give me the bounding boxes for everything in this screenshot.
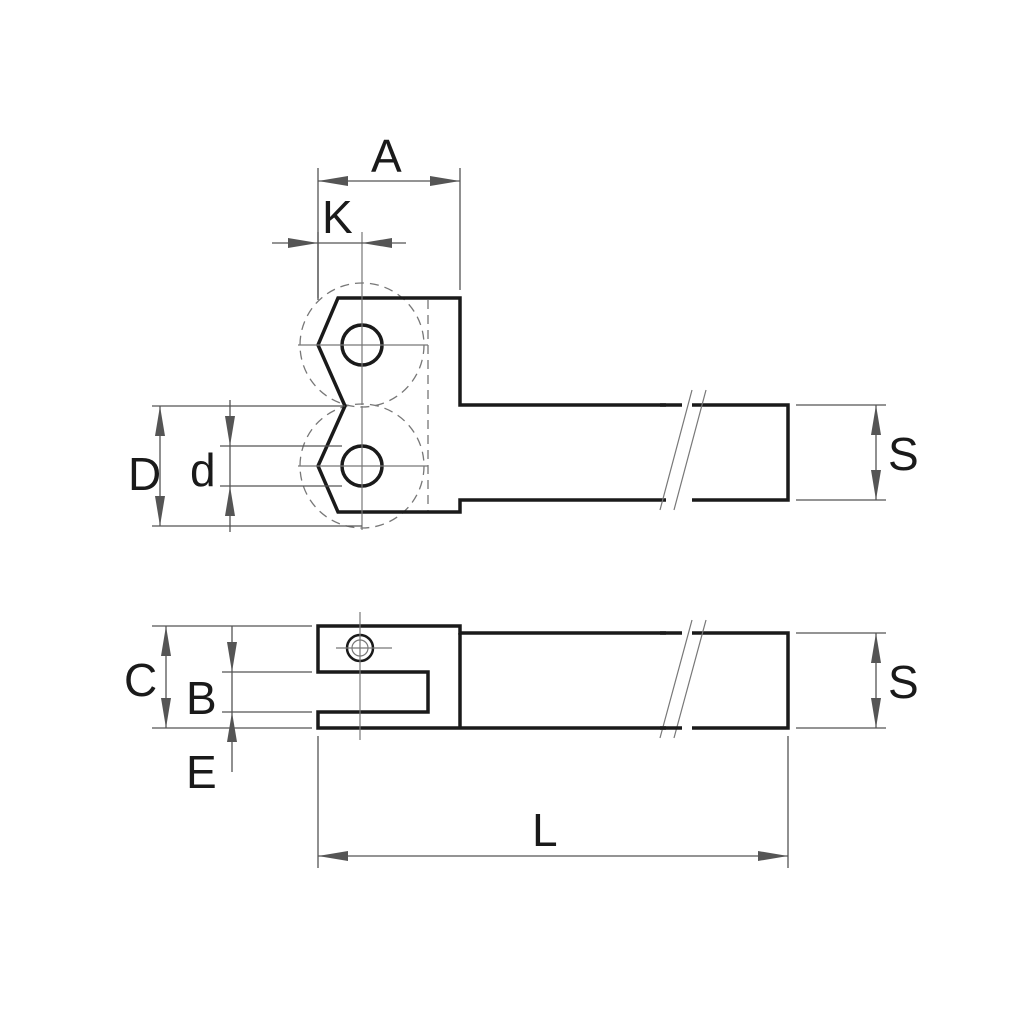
dimension-S-bottom: S <box>796 632 919 729</box>
dimension-L: L <box>317 736 789 868</box>
dimension-C: C <box>124 625 312 729</box>
dimension-D: D <box>128 405 362 527</box>
label-C: C <box>124 654 157 706</box>
top-view-outline <box>316 296 790 514</box>
dimension-S-top: S <box>796 404 919 501</box>
side-break-mark <box>659 619 707 739</box>
top-break-mark <box>659 389 707 511</box>
dimension-B: B <box>186 626 312 772</box>
top-view <box>298 232 790 530</box>
dimension-d: d <box>190 400 342 532</box>
label-d: d <box>190 444 216 496</box>
label-D: D <box>128 448 161 500</box>
label-S-top: S <box>888 428 919 480</box>
label-S-bottom: S <box>888 656 919 708</box>
label-K: K <box>322 191 353 243</box>
side-view-outline <box>316 624 790 730</box>
label-E: E <box>186 746 217 798</box>
side-view <box>316 612 790 740</box>
dimension-K: K <box>272 191 406 300</box>
dimension-E: E <box>186 746 217 798</box>
label-L: L <box>532 804 558 856</box>
label-B: B <box>186 672 217 724</box>
label-A: A <box>371 130 402 182</box>
